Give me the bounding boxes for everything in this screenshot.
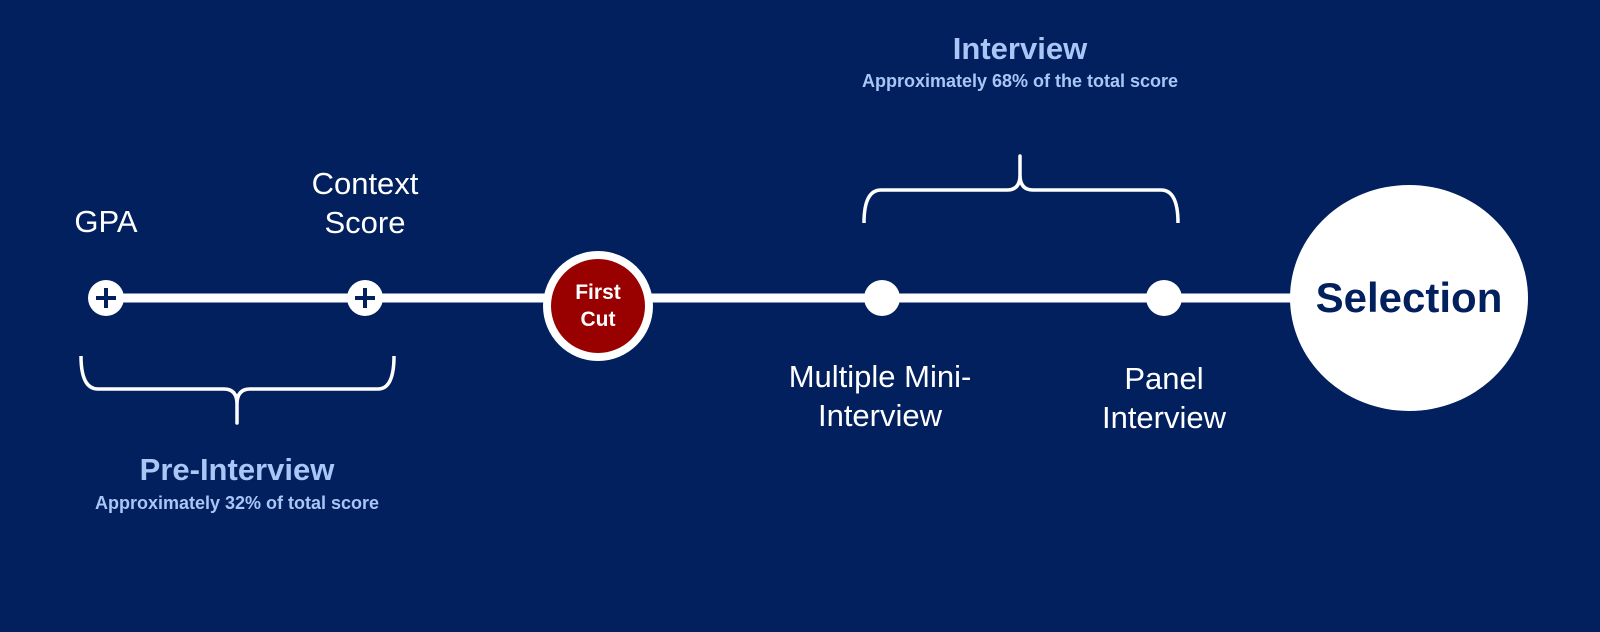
mmi-label: Multiple Mini- Interview: [788, 359, 972, 433]
interview-subtitle: Approximately 68% of the total score: [861, 71, 1179, 91]
pre-interview-subtitle: Approximately 32% of total score: [94, 493, 380, 513]
pre-interview-brace: [79, 355, 396, 425]
selection-label: Selection: [1315, 274, 1503, 321]
context-score-plus-icon: [347, 280, 383, 316]
selection-node: Selection: [1290, 185, 1528, 411]
interview-title: Interview: [952, 31, 1088, 66]
first-cut-node: First Cut: [543, 251, 653, 361]
pre-interview-title: Pre-Interview: [139, 452, 335, 487]
panel-label: Panel Interview: [1101, 361, 1227, 435]
gpa-label: GPA: [74, 204, 138, 239]
context-score-label: Context Score: [311, 166, 419, 240]
mmi-dot: [864, 280, 900, 316]
panel-dot: [1146, 280, 1182, 316]
interview-brace: [862, 154, 1180, 224]
gpa-plus-icon: [88, 280, 124, 316]
first-cut-label: First Cut: [551, 259, 645, 353]
